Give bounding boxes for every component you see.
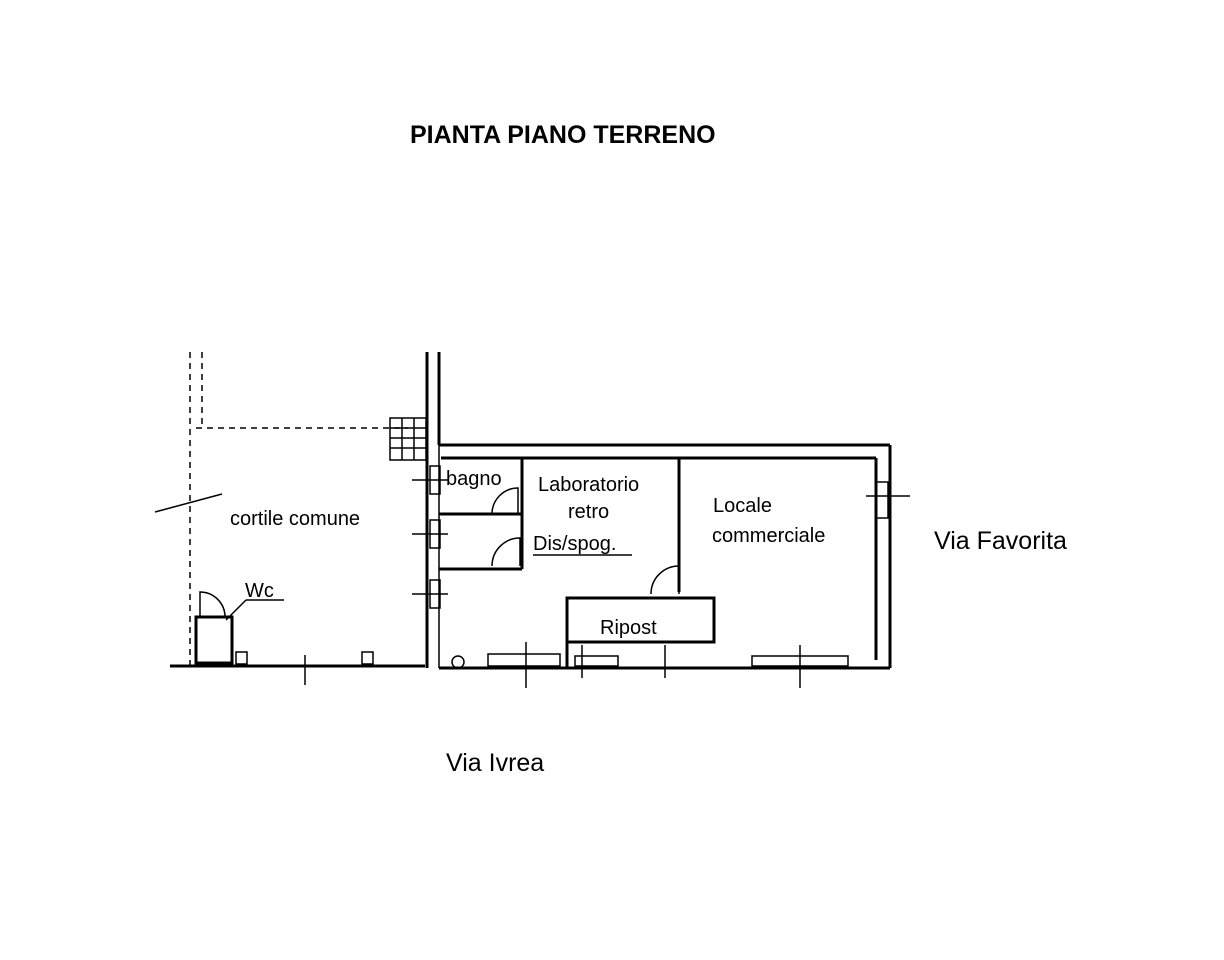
room-label-bagno: bagno [446,468,502,490]
room-label-disimpegno: Dis/spog. [533,533,616,555]
building-walls [425,352,892,670]
windows [412,465,910,688]
room-label-cortile: cortile comune [230,508,360,530]
street-label-south: Via Ivrea [446,749,544,777]
room-label-wc: Wc [245,580,274,602]
doors [451,487,680,669]
room-label-locale-1: Locale [713,495,772,517]
room-label-locale-2: commerciale [712,525,825,547]
stair [389,417,427,461]
courtyard-area [154,352,425,685]
plan-title: PIANTA PIANO TERRENO [410,121,716,149]
room-label-laboratorio-2: retro [568,501,609,523]
room-label-laboratorio-1: Laboratorio [538,474,639,496]
wc-closet [194,591,234,665]
street-label-east: Via Favorita [934,527,1067,555]
room-label-ripostiglio: Ripost [600,617,657,639]
